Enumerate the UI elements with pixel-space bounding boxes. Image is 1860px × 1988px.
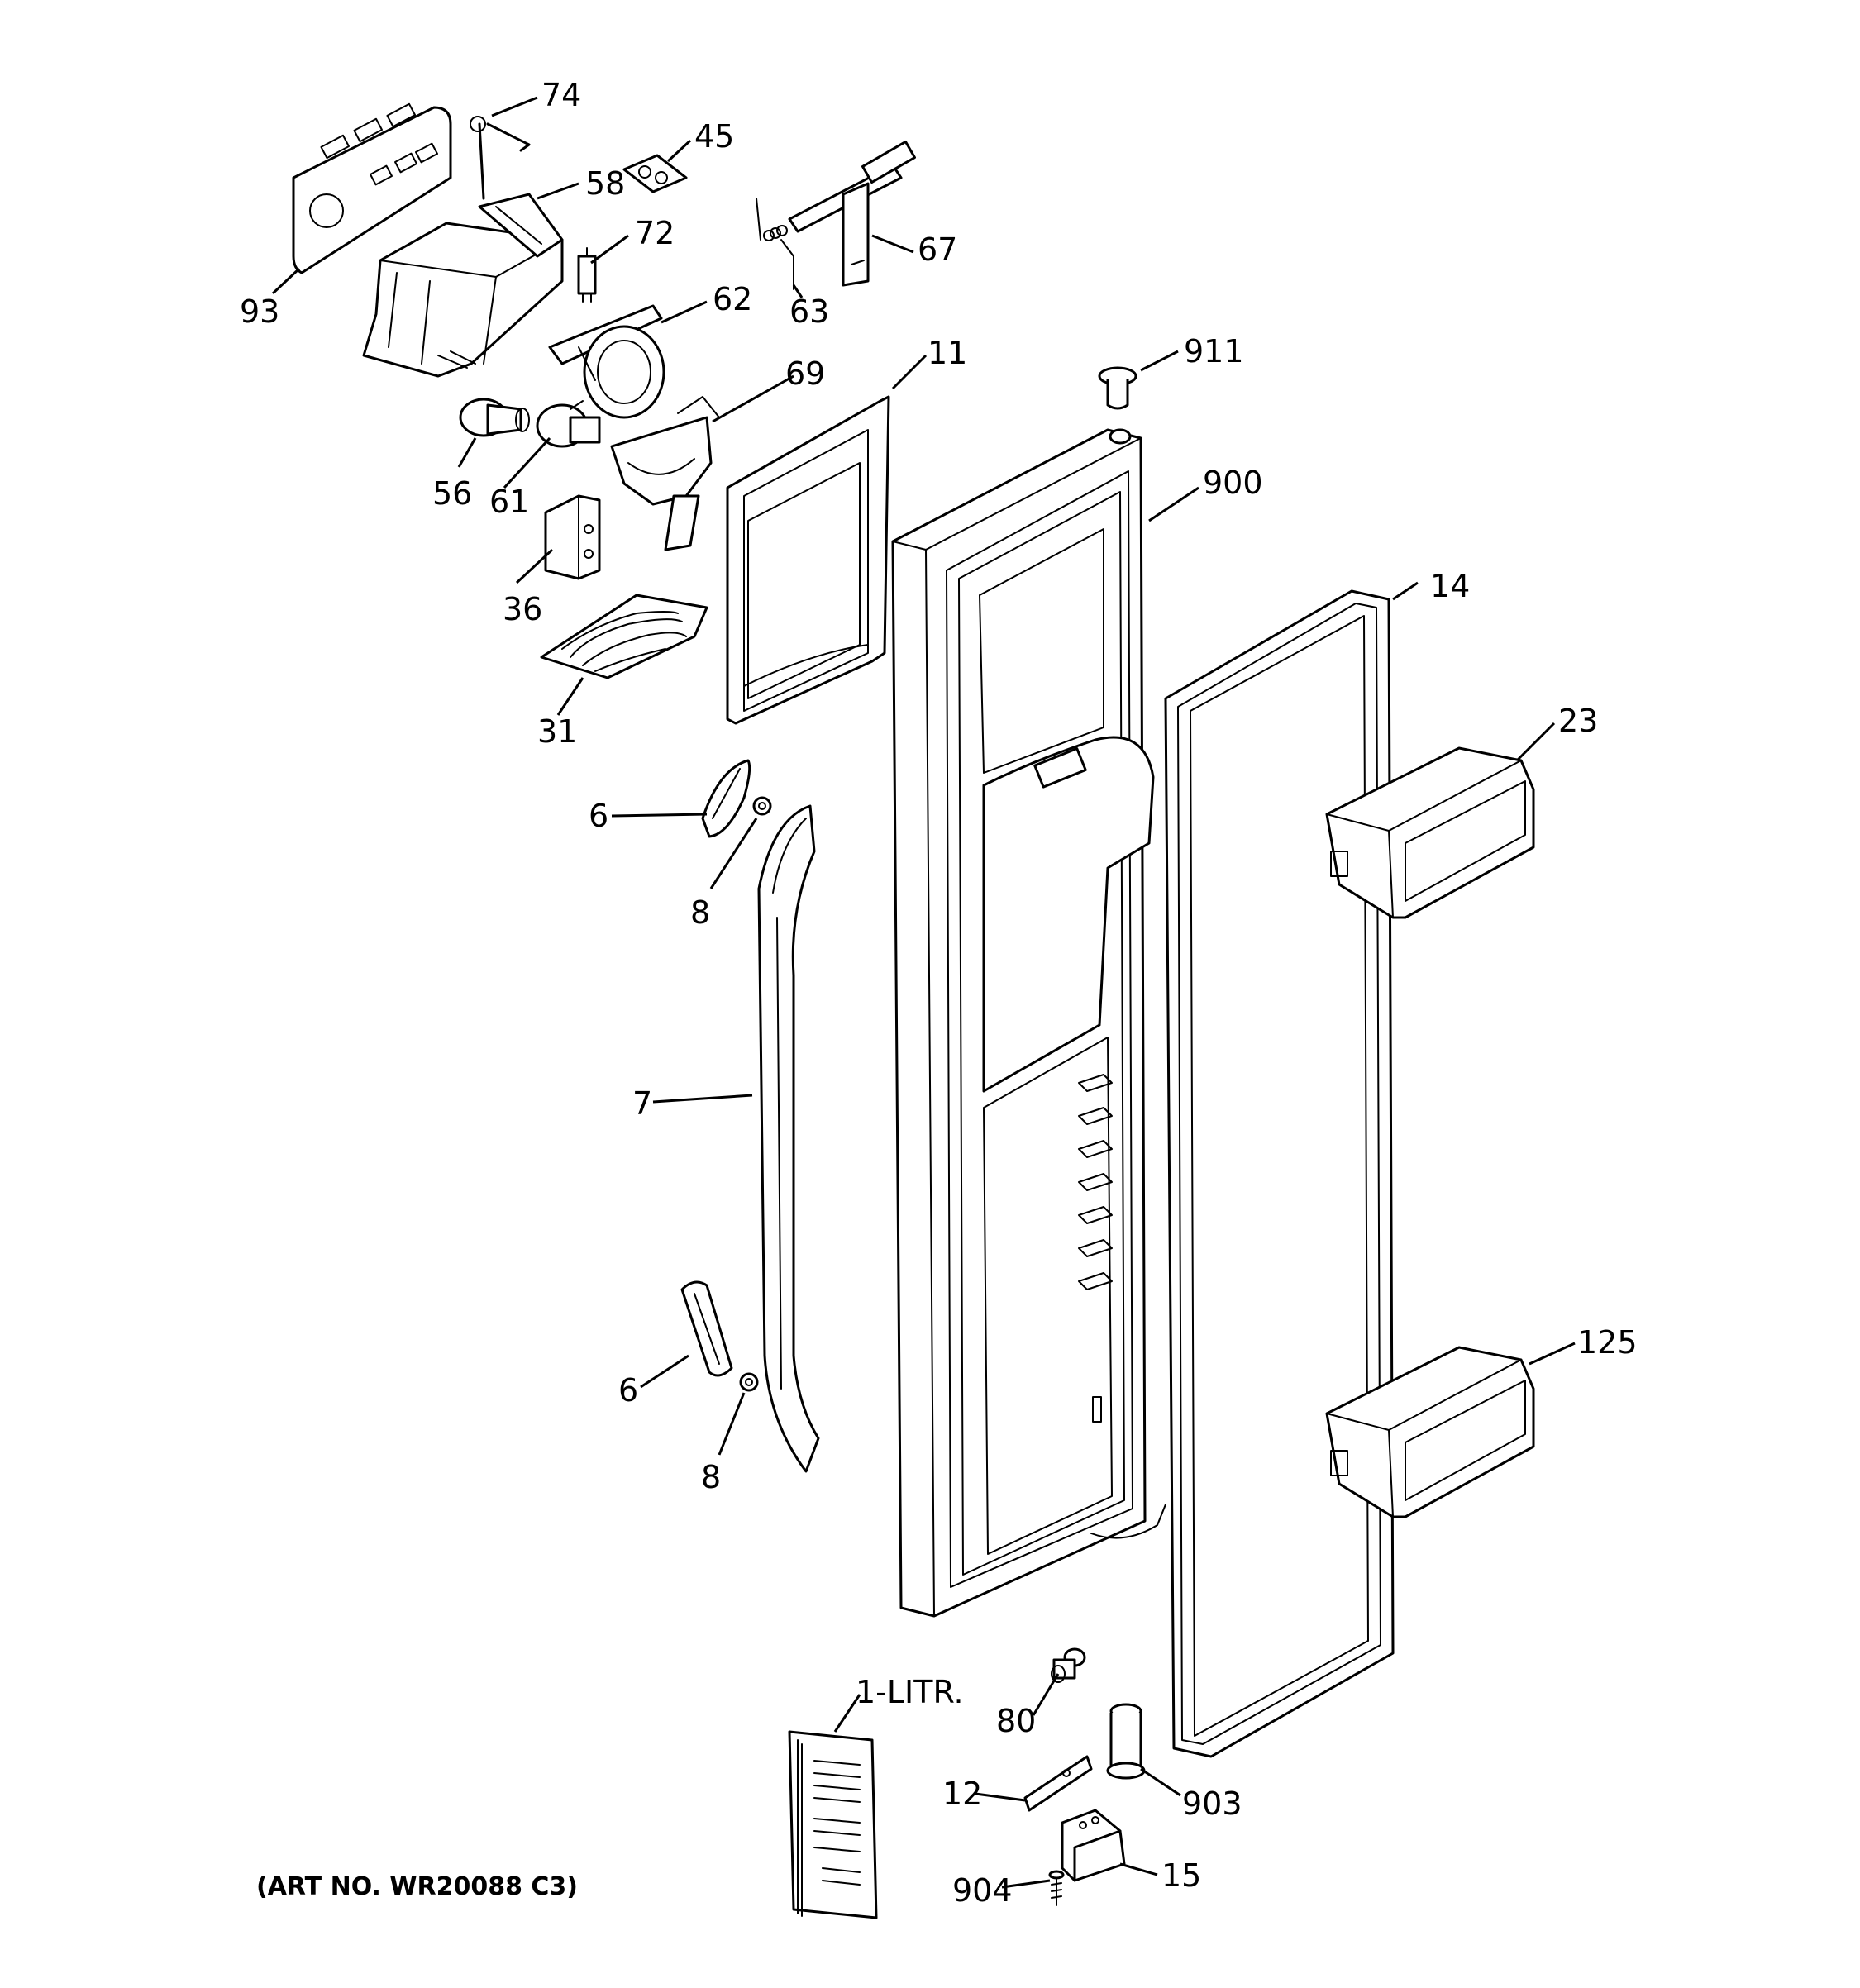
- callout-125: 125: [1577, 1324, 1638, 1361]
- callout-1-litr: 1-LITR.: [856, 1674, 964, 1710]
- callout-36: 36: [503, 591, 542, 627]
- part-7-door-handle: [757, 804, 820, 1473]
- part-15-hinge: [1061, 1809, 1126, 1882]
- part-72-switch: [577, 247, 597, 303]
- part-80-fitting: [1051, 1647, 1086, 1683]
- part-12-bracket: [1023, 1755, 1093, 1812]
- callout-31: 31: [537, 713, 577, 750]
- part-dispenser-housing: [362, 222, 564, 378]
- callout-11: 11: [928, 335, 967, 371]
- callout-72: 72: [635, 215, 675, 251]
- callout-14: 14: [1430, 568, 1470, 604]
- part-900-door-assembly: [891, 428, 1166, 1618]
- callout-62: 62: [713, 281, 752, 317]
- part-6-handle-cap-lower: [680, 1280, 733, 1377]
- part-63-spring: [756, 198, 794, 290]
- callout-911: 911: [1184, 333, 1244, 369]
- part-36-switch-bracket: [544, 494, 601, 580]
- callout-74: 74: [541, 77, 581, 113]
- part-8-screw-upper: [752, 796, 772, 816]
- callout-900: 900: [1203, 465, 1263, 501]
- callout-23: 23: [1558, 703, 1598, 739]
- part-61-coupler: [536, 400, 601, 448]
- callout-56: 56: [432, 475, 472, 512]
- part-8-screw-lower: [739, 1372, 759, 1392]
- callout-69: 69: [785, 355, 825, 392]
- part-125-door-bin: [1325, 1346, 1535, 1518]
- part-56-nozzle: [459, 398, 530, 437]
- part-67-arm: [788, 140, 916, 287]
- callout-12: 12: [942, 1776, 982, 1812]
- callout-6-upper: 6: [589, 798, 608, 834]
- callout-63: 63: [789, 293, 829, 330]
- callout-61: 61: [489, 484, 529, 520]
- art-number: (ART NO. WR20088 C3): [256, 1872, 578, 1901]
- callout-93: 93: [240, 293, 279, 330]
- part-31-drip-tray-grille: [540, 594, 708, 679]
- callout-15: 15: [1161, 1857, 1201, 1894]
- part-11-dispenser-frame: [726, 395, 890, 725]
- callout-6-lower: 6: [618, 1372, 638, 1409]
- callout-labels: 74 45 58 72 67 63 93 62 11 911 69 56 61 …: [240, 77, 1638, 1909]
- part-74-spring: [470, 116, 531, 200]
- callout-7: 7: [632, 1085, 652, 1122]
- callout-904: 904: [952, 1872, 1013, 1909]
- callout-8-upper: 8: [690, 894, 710, 931]
- callout-903: 903: [1182, 1785, 1242, 1822]
- part-904-screw: [1048, 1870, 1065, 1906]
- part-62-auger-motor: [548, 304, 665, 419]
- part-903-hinge-pin: [1106, 1703, 1146, 1780]
- part-6-handle-cap-upper: [701, 759, 751, 838]
- part-23-door-bin: [1325, 746, 1535, 919]
- part-93-control-panel: [292, 102, 452, 274]
- part-45-plate: [622, 154, 688, 193]
- callout-8-lower: 8: [701, 1459, 721, 1495]
- leader-lines: [271, 96, 1576, 1889]
- callout-67: 67: [918, 231, 957, 268]
- part-1-litr-literature: [788, 1730, 878, 1919]
- part-58-bracket: [478, 193, 564, 258]
- callout-58: 58: [585, 165, 625, 202]
- part-14-door-gasket: [1164, 589, 1395, 1758]
- part-911-bushing: [1098, 366, 1137, 410]
- callout-45: 45: [694, 118, 734, 155]
- part-69-ice-chute: [610, 396, 720, 551]
- callout-80: 80: [996, 1703, 1036, 1739]
